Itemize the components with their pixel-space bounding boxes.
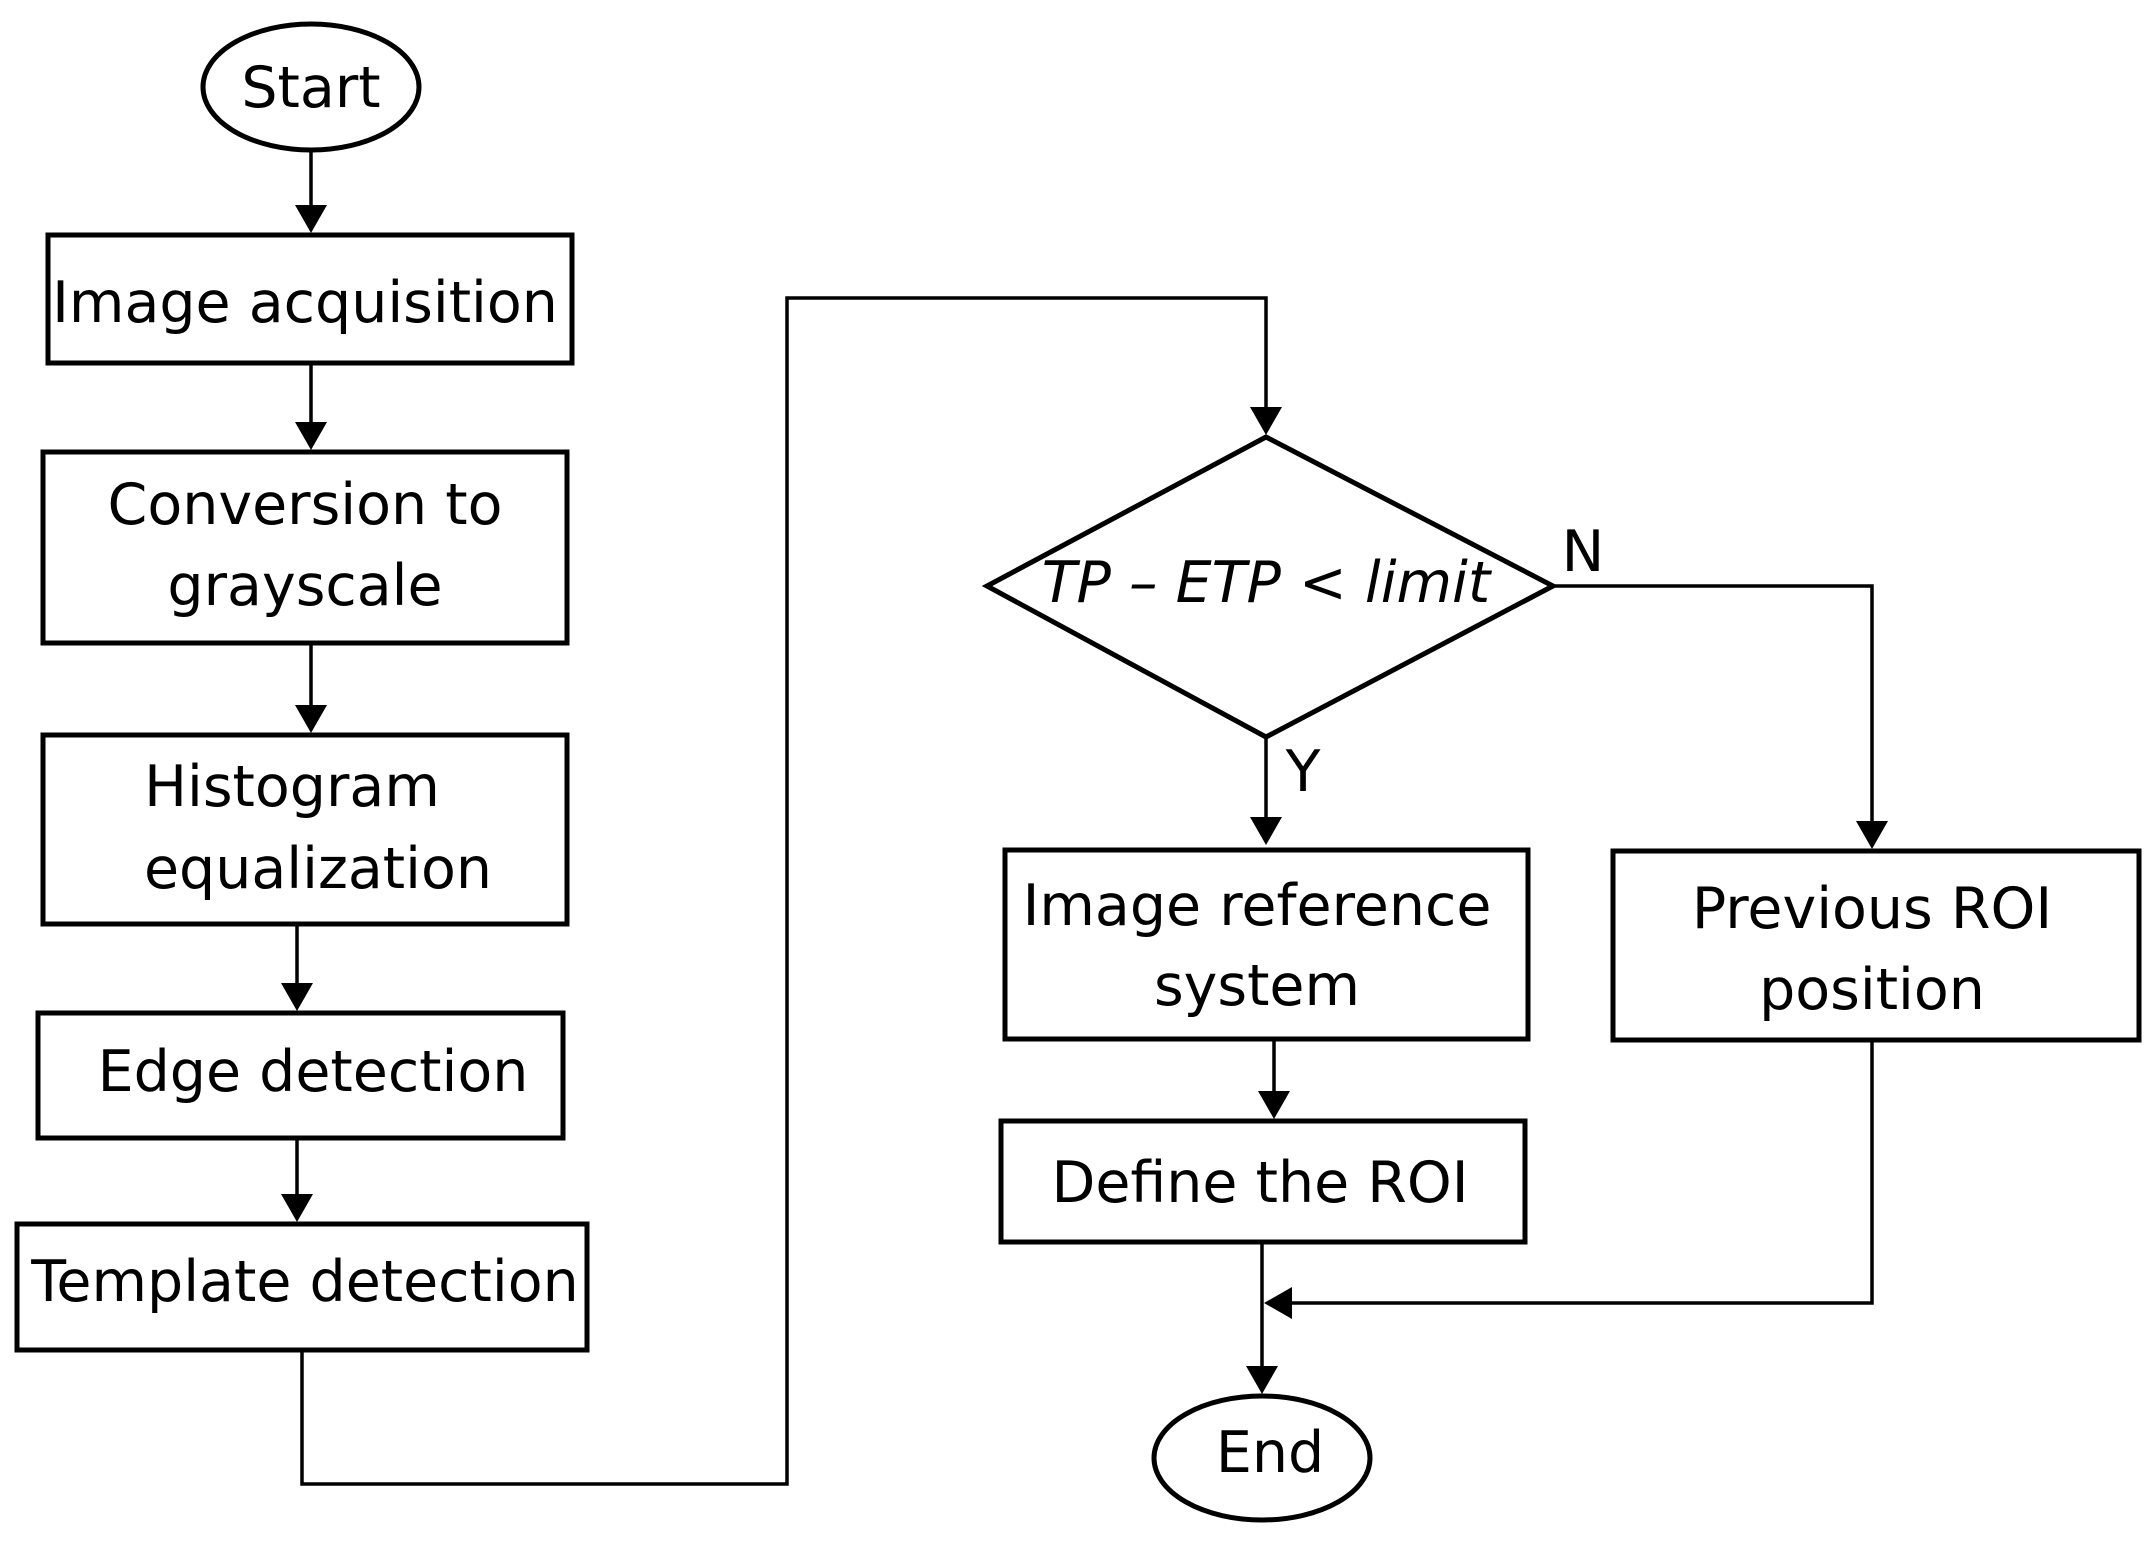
edge-step — [35, 1010, 566, 1141]
connectors — [281, 150, 1888, 1486]
arrow-template-to-decision — [300, 296, 1268, 1486]
reference-label-line1: Image reference — [1023, 873, 1492, 939]
histogram-step — [40, 732, 570, 927]
arrowhead — [1856, 821, 1888, 849]
previous-roi-step — [1610, 848, 2142, 1043]
decision-label: TP – ETP < limit — [1042, 550, 1493, 616]
end-terminal — [1151, 1393, 1373, 1523]
yes-branch-label: Y — [1285, 739, 1321, 805]
grayscale-step — [40, 449, 570, 646]
template-step — [14, 1221, 590, 1353]
labels: Start Image acquisition Conversion to gr… — [30, 55, 2052, 1486]
reference-step — [1002, 847, 1531, 1042]
arrowhead — [295, 705, 327, 733]
arrow-decision-no — [1553, 584, 1874, 821]
edge-label: Edge detection — [98, 1039, 529, 1105]
acquisition-label: Image acquisition — [52, 270, 558, 336]
arrow-previous-roi-to-merge — [1292, 1040, 1874, 1305]
arrowhead — [1246, 1366, 1278, 1394]
arrowhead — [295, 422, 327, 450]
arrowhead — [281, 983, 313, 1011]
arrowhead — [1258, 1091, 1290, 1119]
decision-diamond — [981, 434, 1559, 740]
end-label: End — [1216, 1420, 1324, 1486]
start-label: Start — [241, 55, 380, 121]
start-terminal — [200, 21, 422, 153]
acquisition-step — [45, 232, 575, 366]
no-branch-label: N — [1562, 519, 1605, 585]
previous-roi-label-line2: position — [1759, 957, 1985, 1023]
define-roi-label: Define the ROI — [1051, 1150, 1468, 1216]
arrowhead — [295, 205, 327, 233]
arrowhead — [281, 1194, 313, 1222]
reference-label-line2: system — [1154, 953, 1360, 1019]
arrowhead — [1250, 817, 1282, 845]
arrowhead — [1250, 407, 1282, 435]
histogram-label-line1: Histogram — [144, 754, 440, 820]
shapes — [14, 21, 2142, 1523]
previous-roi-label-line1: Previous ROI — [1692, 876, 2052, 942]
template-label: Template detection — [30, 1249, 578, 1315]
grayscale-label-line2: grayscale — [167, 553, 442, 619]
define-roi-step — [998, 1118, 1528, 1245]
grayscale-label-line1: Conversion to — [108, 472, 503, 538]
arrowhead — [1264, 1287, 1292, 1319]
histogram-label-line2: equalization — [144, 836, 492, 902]
